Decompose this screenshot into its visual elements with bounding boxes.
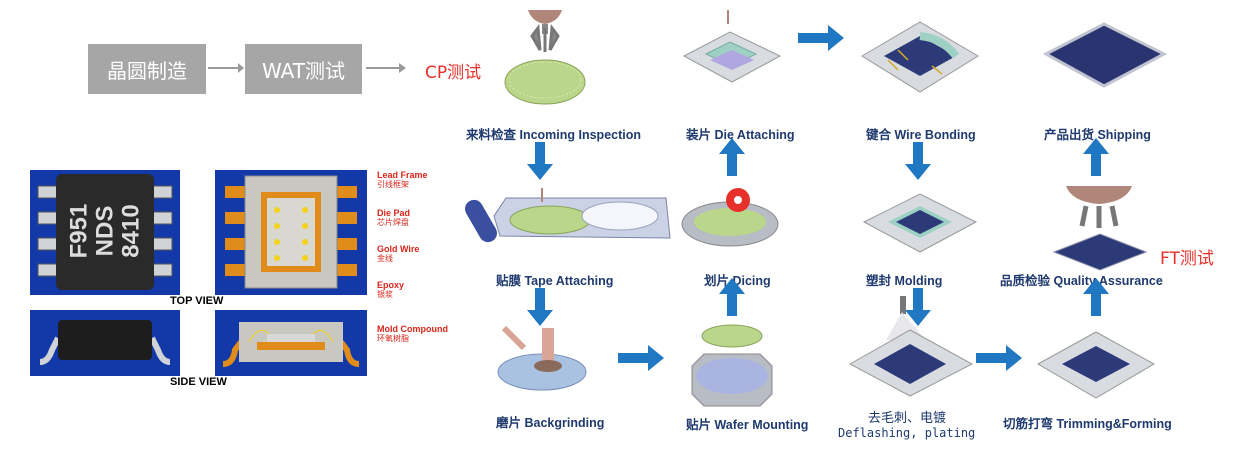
top-view-label: TOP VIEW (170, 295, 224, 307)
cp-test-label: CP测试 (425, 63, 482, 83)
arrow-dicing-to-die-attach (719, 138, 745, 176)
arrow-trimming-to-qa (1083, 278, 1109, 316)
backgrinding-label: 磨片 Backgrinding (496, 416, 605, 430)
wire-bonding-label: 键合 Wire Bonding (866, 128, 976, 142)
arrow-die-attach-to-wire-bonding (798, 25, 844, 51)
flow-arrow-1 (208, 63, 244, 73)
side-view-internal (222, 322, 360, 367)
package-internal-view (225, 175, 357, 289)
qa-probe-image (1066, 186, 1132, 228)
arrow-molding-to-deflashing (905, 288, 931, 326)
incoming-inspection-image (504, 10, 586, 105)
ft-test-label: FT测试 (1160, 249, 1214, 269)
shipping-image (1042, 22, 1168, 88)
backgrinding-image (497, 325, 587, 391)
flow-step-wafer-fab: 晶圆制造 (88, 44, 206, 94)
die-attaching-label: 装片 Die Attaching (686, 128, 795, 142)
die-attaching-image (682, 10, 782, 83)
molding-label: 塑封 Molding (866, 274, 943, 288)
incoming-inspection-label: 来料检查 Incoming Inspection (466, 128, 642, 142)
arrow-mounting-to-dicing (719, 278, 745, 316)
shipping-label: 产品出货 Shipping (1044, 128, 1151, 142)
qa-label: 品质检验 Quality Assurance (1000, 274, 1163, 288)
molding-image (862, 193, 978, 253)
deflashing-image (848, 296, 974, 397)
tape-attaching-label: 贴膜 Tape Attaching (496, 274, 614, 288)
arrow-tape-to-backgrinding (527, 288, 553, 326)
arrow-backgrinding-to-mounting (618, 345, 664, 371)
wire-bonding-image (861, 21, 979, 93)
wafer-mounting-label: 贴片 Wafer Mounting (686, 418, 809, 432)
arrow-qa-to-shipping (1083, 138, 1109, 176)
side-view-chip (39, 320, 171, 365)
dicing-image (681, 188, 779, 247)
dicing-label: 划片 Dicing (704, 274, 771, 288)
flow-arrow-2 (366, 63, 406, 73)
tape-attaching-image (465, 188, 671, 243)
qa-chip-image (1052, 233, 1148, 271)
deflashing-label-cn: 去毛刺、电镀 (868, 411, 947, 426)
wafer-mounting-image (691, 324, 773, 407)
trimming-label: 切筋打弯 Trimming&Forming (1003, 417, 1172, 431)
arrow-deflashing-to-trimming (976, 345, 1022, 371)
trimming-image (1036, 331, 1156, 399)
arrow-wire-bonding-to-molding (905, 142, 931, 180)
side-view-label: SIDE VIEW (170, 376, 227, 388)
arrow-incoming-to-tape (527, 142, 553, 180)
deflashing-label-en: Deflashing, plating (838, 426, 976, 440)
flow-step-wat-test: WAT测试 (245, 44, 362, 94)
package-chip-body (37, 174, 173, 290)
